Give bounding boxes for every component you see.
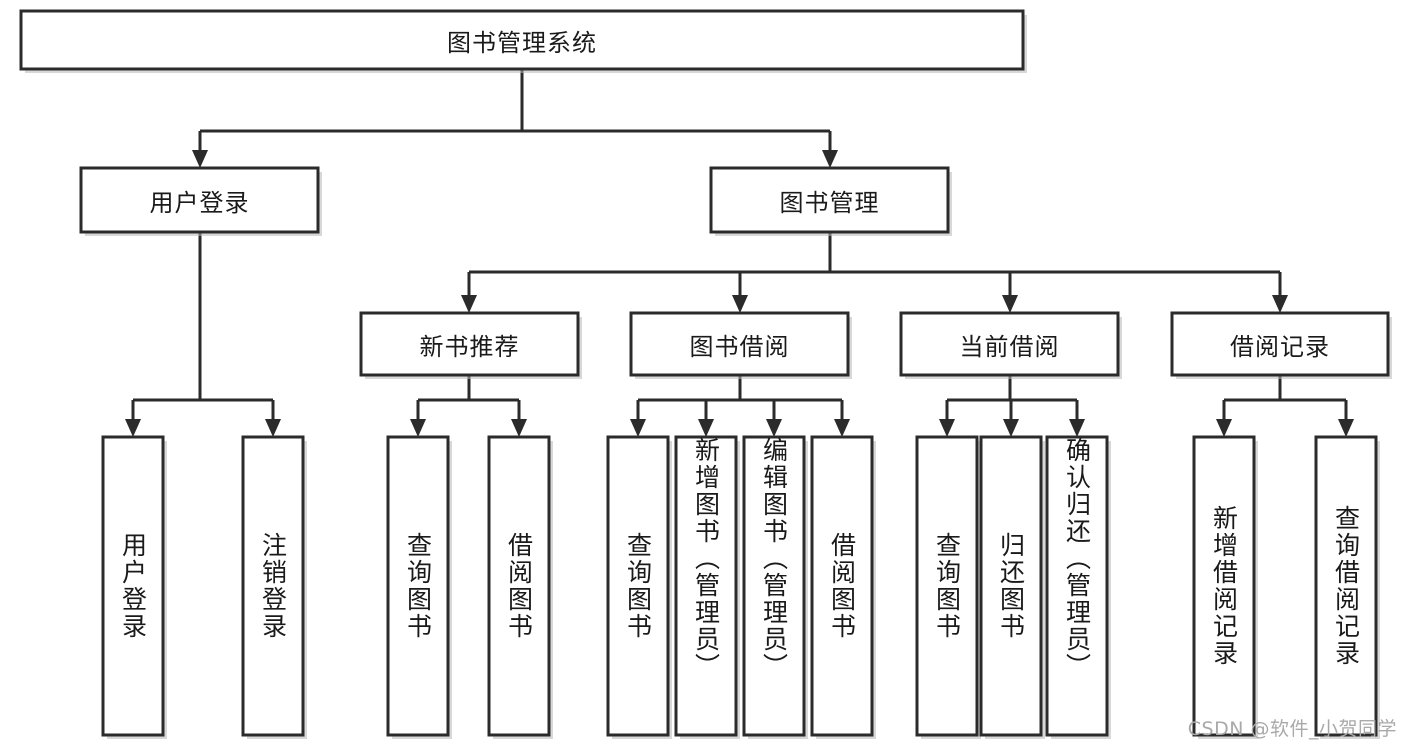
arrow-to-current-borrow	[1002, 295, 1018, 313]
node-leaf-return-book-box[interactable]	[979, 435, 1043, 737]
node-leaf-confirm-return-box[interactable]	[1045, 435, 1109, 737]
node-book-manage-box[interactable]	[709, 166, 950, 234]
node-leaf-borrow-book-2-box[interactable]	[810, 435, 874, 737]
node-leaf-query-book-2-box[interactable]	[606, 435, 670, 737]
node-leaf-query-book-3-box[interactable]	[915, 435, 979, 737]
node-book-borrow-box[interactable]	[629, 311, 850, 377]
arrow-to-leaf-query-book-3	[939, 419, 955, 437]
arrow-to-leaf-edit-book	[766, 419, 782, 437]
arrow-to-book-borrow	[732, 295, 748, 313]
node-leaf-user-login-box[interactable]	[101, 435, 165, 737]
arrow-to-leaf-confirm-return	[1069, 419, 1085, 437]
node-leaf-edit-book-box[interactable]	[742, 435, 806, 737]
node-root-box[interactable]	[19, 9, 1025, 71]
arrow-to-leaf-query-book-1	[410, 419, 426, 437]
node-new-book-recommend-box[interactable]	[359, 311, 580, 377]
arrow-to-leaf-user-login	[125, 419, 141, 437]
arrow-to-leaf-add-book	[698, 419, 714, 437]
node-user-login-box[interactable]	[79, 166, 320, 234]
node-current-borrow-box[interactable]	[899, 311, 1120, 377]
node-leaf-add-book-box[interactable]	[674, 435, 738, 737]
arrow-to-leaf-logout	[265, 419, 281, 437]
node-leaf-borrow-book-1-box[interactable]	[487, 435, 551, 737]
arrow-to-leaf-query-record	[1338, 419, 1354, 437]
arrow-to-user-login	[192, 150, 208, 168]
arrow-to-borrow-record	[1272, 295, 1288, 313]
node-leaf-logout-box[interactable]	[241, 435, 305, 737]
arrow-to-leaf-add-record	[1216, 419, 1232, 437]
arrow-to-leaf-borrow-book-1	[511, 419, 527, 437]
arrow-to-new-book-recommend	[461, 295, 477, 313]
arrow-to-leaf-query-book-2	[630, 419, 646, 437]
node-leaf-query-book-1-box[interactable]	[386, 435, 450, 737]
csdn-watermark: CSDN @软件_小贺同学	[1187, 718, 1397, 740]
arrow-to-book-manage	[822, 150, 838, 168]
arrow-to-leaf-return-book	[1003, 419, 1019, 437]
edge-layer	[125, 69, 1354, 437]
arrow-to-leaf-borrow-book-2	[834, 419, 850, 437]
node-borrow-record-box[interactable]	[1170, 311, 1390, 377]
node-leaf-add-record-box[interactable]	[1192, 435, 1256, 737]
node-layer	[19, 9, 1392, 739]
node-leaf-query-record-box[interactable]	[1314, 435, 1378, 737]
